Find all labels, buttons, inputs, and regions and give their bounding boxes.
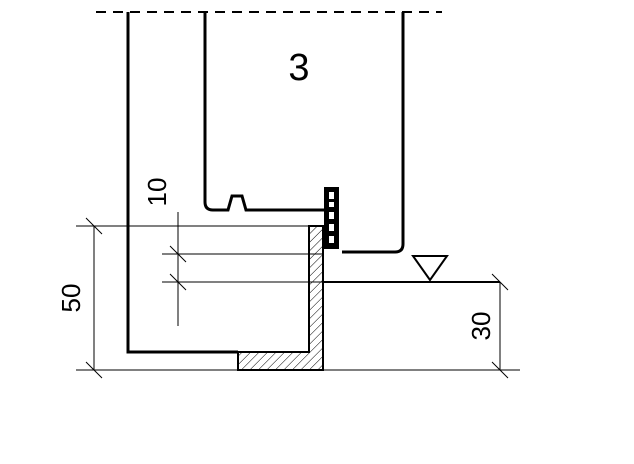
sash-right-outline bbox=[342, 12, 405, 254]
extension-lines bbox=[76, 212, 520, 371]
frame-outline bbox=[126, 12, 238, 354]
dimension-30-label: 30 bbox=[466, 312, 496, 341]
dimension-10 bbox=[169, 245, 187, 291]
sash-outline bbox=[203, 12, 328, 212]
dimension-50 bbox=[85, 217, 103, 379]
seal-profile bbox=[324, 187, 339, 249]
dimension-30 bbox=[491, 273, 509, 379]
dimension-10-label: 10 bbox=[142, 178, 172, 207]
triangle-level-icon bbox=[411, 255, 449, 282]
threshold-profile bbox=[237, 225, 324, 371]
dimension-50-label: 50 bbox=[56, 284, 86, 313]
part-number-label: 3 bbox=[288, 47, 309, 89]
